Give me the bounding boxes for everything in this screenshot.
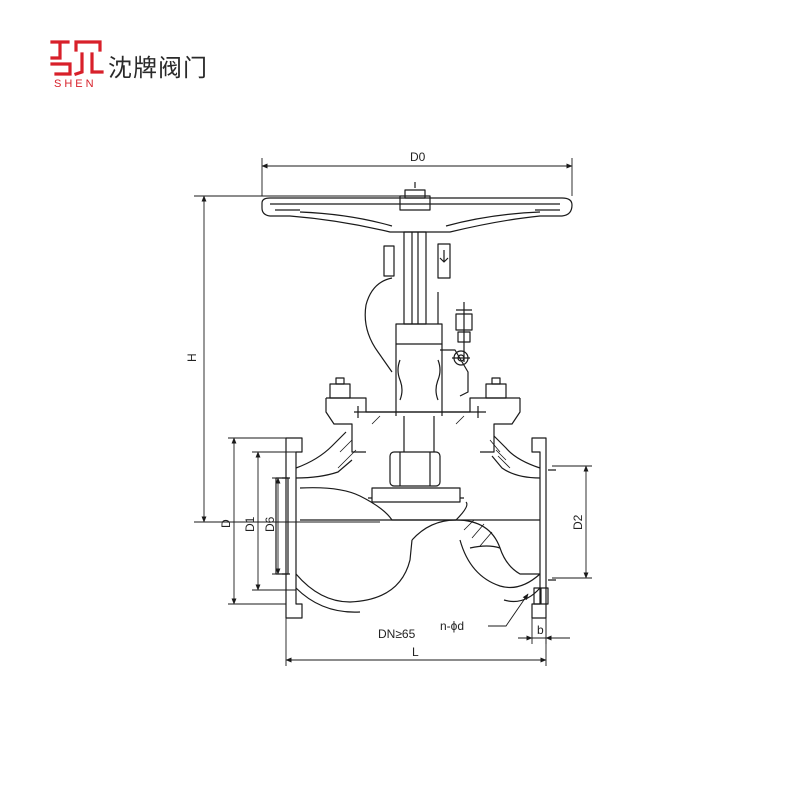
dim-label-d: D <box>219 519 233 528</box>
valve-body <box>275 431 556 619</box>
gland-lever <box>452 302 473 366</box>
brand-logo: SHEN 沈牌阀门 <box>48 38 228 94</box>
bonnet-flange <box>325 377 521 453</box>
dim-label-d1: D1 <box>243 516 257 532</box>
brand-latin: SHEN <box>54 78 97 90</box>
dim-label-dn: DN≥65 <box>378 627 416 641</box>
dim-label-h: H <box>185 353 199 362</box>
dim-label-bolt: n-ϕd <box>440 619 464 633</box>
yoke <box>364 277 469 416</box>
dim-label-b: b <box>537 623 544 637</box>
stem <box>383 231 451 325</box>
dim-label-d2: D2 <box>571 514 585 530</box>
section-hatching <box>337 415 511 547</box>
handwheel <box>261 182 573 233</box>
logo-mark-icon <box>50 40 104 77</box>
disc-assembly <box>368 416 464 503</box>
brand-name: 沈牌阀门 <box>108 54 208 82</box>
dim-label-d6: D6 <box>263 516 277 532</box>
dim-label-l: L <box>412 645 419 659</box>
dim-label-d0: D0 <box>410 150 426 164</box>
